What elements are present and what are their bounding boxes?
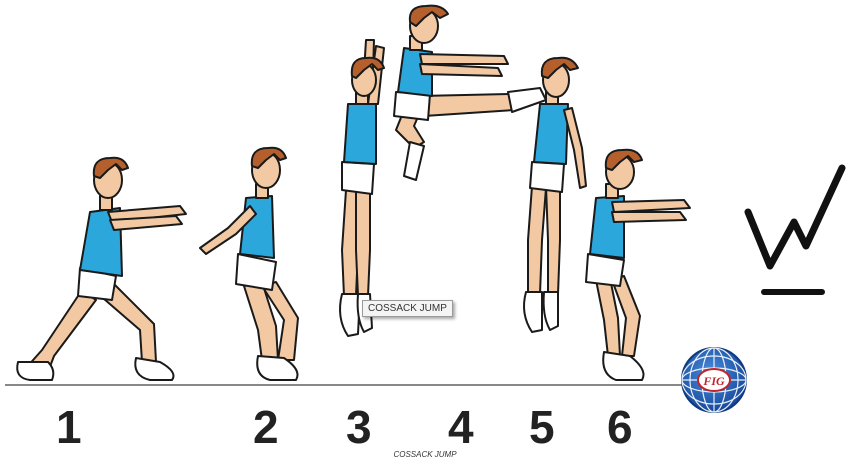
svg-text:FIG: FIG	[702, 374, 725, 388]
step-number-5: 5	[529, 404, 555, 450]
figure-6-gymnast	[586, 150, 690, 380]
fig-logo-emblem: FIG	[682, 348, 746, 412]
step-number-2: 2	[253, 404, 279, 450]
figure-4-gymnast	[394, 6, 546, 180]
figure-2-gymnast	[200, 148, 298, 380]
element-tooltip: COSSACK JUMP	[362, 300, 453, 317]
figure-3-gymnast	[340, 40, 384, 336]
step-number-4: 4	[448, 404, 474, 450]
step-number-6: 6	[607, 404, 633, 450]
diagram-caption: COSSACK JUMP	[0, 450, 850, 459]
step-number-3: 3	[346, 404, 372, 450]
figure-1-gymnast	[17, 158, 186, 380]
difficulty-symbol	[748, 168, 842, 292]
step-number-1: 1	[56, 404, 82, 450]
